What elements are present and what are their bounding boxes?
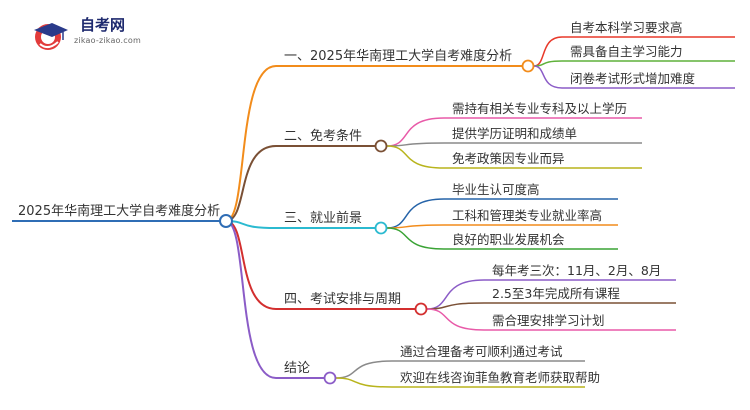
logo-title: 自考网 [80,16,126,34]
branch-label[interactable]: 结论 [284,361,310,376]
branch-node[interactable] [374,139,388,153]
leaf-connector [386,145,445,169]
leaf-connector [386,198,445,229]
leaf-label[interactable]: 提供学历证明和成绩单 [452,126,577,141]
graduation-cap-icon [34,23,68,50]
leaf-connector [426,308,485,331]
leaf-label[interactable]: 2.5至3年完成所有课程 [492,286,620,301]
branch-connector [225,220,277,310]
branch-label[interactable]: 一、2025年华南理工大学自考难度分析 [284,48,512,64]
branch-label[interactable]: 四、考试安排与周期 [284,292,401,307]
leaf-connector [386,227,445,250]
leaf-connector [426,302,485,310]
root-label[interactable]: 2025年华南理工大学自考难度分析 [18,203,220,219]
branch-label[interactable]: 三、就业前景 [284,210,362,226]
leaf-connector [335,377,393,388]
logo-url: zikao-zikao.com [74,36,141,45]
leaf-label[interactable]: 通过合理备考可顺利通过考试 [400,344,563,359]
leaf-label[interactable]: 每年考三次：11月、2月、8月 [492,263,661,278]
leaf-label[interactable]: 工科和管理类专业就业率高 [452,208,602,223]
leaf-label[interactable]: 闭卷考试形式增加难度 [570,71,696,86]
branch-connector [225,145,277,222]
leaf-label[interactable]: 自考本科学习要求高 [570,20,683,35]
branch-connector [225,220,277,379]
site-logo[interactable]: 自考网 zikao-zikao.com [30,14,190,54]
branch-label[interactable]: 二、免考条件 [284,128,362,144]
branch-node[interactable] [323,371,337,385]
branch-connector [225,65,277,222]
leaf-connector [533,65,563,89]
leaf-label[interactable]: 需合理安排学习计划 [492,313,605,328]
leaf-label[interactable]: 良好的职业发展机会 [452,232,565,247]
leaf-connector [386,117,445,147]
leaf-label[interactable]: 需具备自主学习能力 [570,44,683,59]
leaf-label[interactable]: 欢迎在线咨询菲鱼教育老师获取帮助 [400,370,600,385]
branch-node[interactable] [414,302,428,316]
root-node[interactable] [219,214,233,228]
leaf-label[interactable]: 需持有相关专业专科及以上学历 [452,101,627,116]
branch-node[interactable] [521,59,535,73]
branch-node[interactable] [374,221,388,235]
leaf-connector [335,360,393,379]
leaf-label[interactable]: 毕业生认可度高 [452,182,540,197]
leaf-label[interactable]: 免考政策因专业而异 [452,151,565,166]
